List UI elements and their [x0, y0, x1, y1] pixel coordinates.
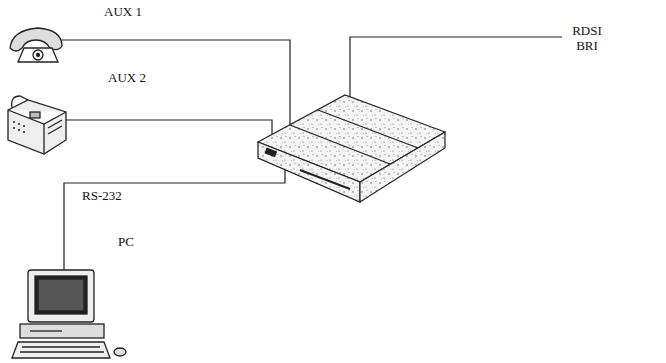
- aux1-wire: [62, 40, 290, 128]
- aux2-wire: [62, 120, 272, 140]
- device-label: RS-232: [82, 188, 122, 203]
- wires: [62, 37, 562, 270]
- device-label: AUX 2: [108, 70, 146, 85]
- isdn-line: [350, 37, 562, 102]
- device-label: RDSI BRI: [566, 23, 608, 53]
- rs232-wire: [64, 160, 285, 270]
- fax-icon: [8, 96, 66, 154]
- device-label: PC: [118, 234, 134, 249]
- terminal-adapter: [258, 95, 445, 202]
- device-label: AUX 1: [104, 4, 142, 19]
- telephone-icon: [10, 28, 62, 62]
- pc-icon: [12, 270, 126, 358]
